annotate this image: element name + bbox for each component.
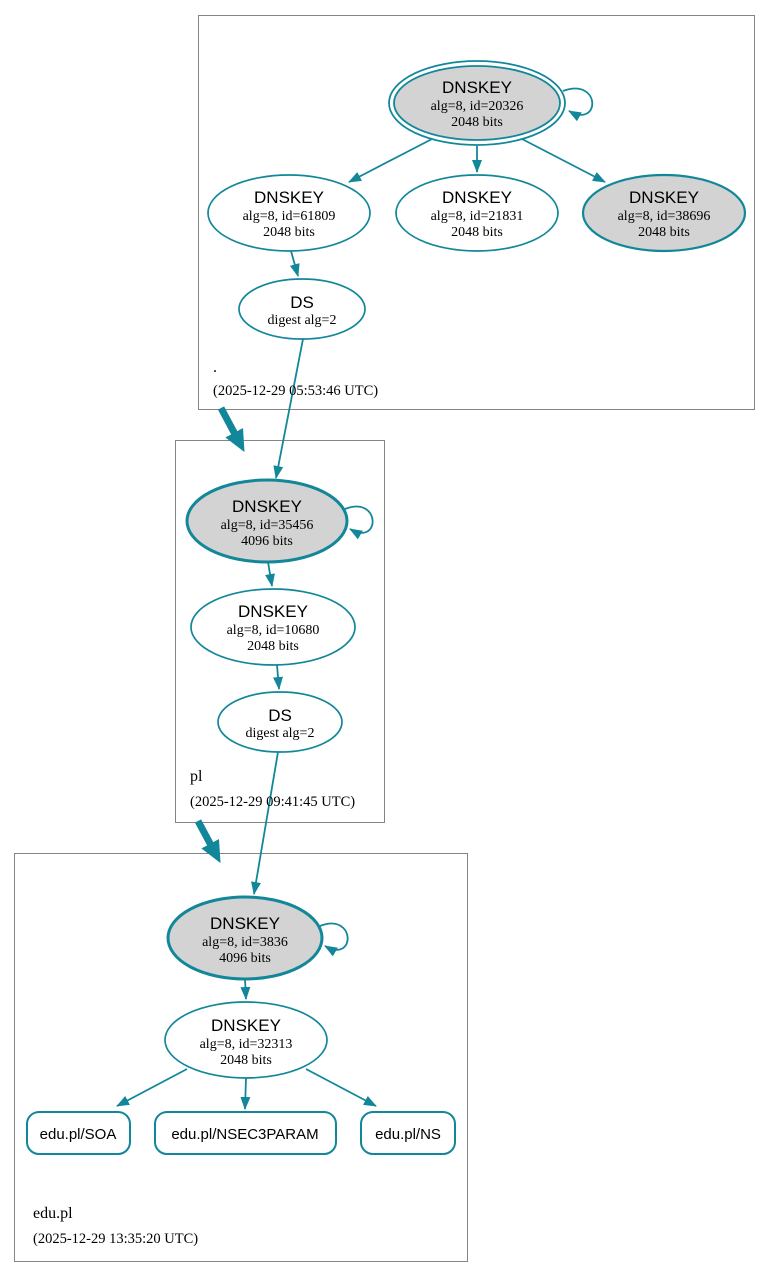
dnskey-3836-alg: alg=8, id=3836 — [202, 935, 288, 950]
edge-rrsig-self-3836 — [319, 922, 349, 957]
ds-pl-digest: digest alg=2 — [246, 726, 315, 741]
dnskey-node-21831[interactable]: DNSKEY alg=8, id=21831 2048 bits — [395, 174, 559, 252]
record-soa-box — [26, 1111, 131, 1155]
dnskey-node-35456[interactable]: DNSKEY alg=8, id=35456 4096 bits — [185, 478, 349, 564]
zone-label-root: . — [213, 359, 217, 376]
zone-label-edupl: edu.pl — [33, 1205, 73, 1222]
dnskey-10680-alg: alg=8, id=10680 — [227, 623, 320, 638]
dnskey-21831-title: DNSKEY — [442, 188, 512, 207]
record-ns-box — [360, 1111, 456, 1155]
edge-delegation-root-pl — [217, 406, 245, 453]
ds-node-root[interactable]: DS digest alg=2 — [238, 278, 366, 340]
ds-root-digest: digest alg=2 — [268, 313, 337, 328]
dnskey-61809-alg: alg=8, id=61809 — [243, 209, 336, 224]
zone-timestamp-root: (2025-12-29 05:53:46 UTC) — [213, 383, 378, 399]
dnskey-10680-bits: 2048 bits — [247, 639, 299, 654]
dnskey-32313-title: DNSKEY — [211, 1016, 281, 1035]
dnskey-38696-title: DNSKEY — [629, 188, 699, 207]
dnskey-node-61809[interactable]: DNSKEY alg=8, id=61809 2048 bits — [207, 174, 371, 252]
dnskey-61809-title: DNSKEY — [254, 188, 324, 207]
edge-10680-ds — [273, 664, 283, 690]
dnskey-21831-alg: alg=8, id=21831 — [431, 209, 524, 224]
dnskey-38696-alg: alg=8, id=38696 — [618, 209, 711, 224]
dnskey-node-38696[interactable]: DNSKEY alg=8, id=38696 2048 bits — [581, 173, 747, 253]
zone-label-pl: pl — [190, 768, 203, 785]
record-ns-label: edu.pl/NS — [375, 1126, 441, 1143]
zone-box-edupl — [14, 853, 468, 1262]
dnskey-35456-alg: alg=8, id=35456 — [221, 518, 314, 533]
dnskey-35456-bits: 4096 bits — [241, 534, 293, 549]
dnskey-20326-bits: 2048 bits — [451, 115, 503, 130]
edge-rrsig-35456-10680 — [265, 561, 275, 587]
edge-rrsig-32313-nsec3param — [240, 1077, 251, 1110]
dnskey-node-32313[interactable]: DNSKEY alg=8, id=32313 2048 bits — [164, 1001, 328, 1079]
edge-rrsig-20326-61809 — [348, 138, 433, 183]
dnskey-21831-ellipse — [395, 174, 559, 252]
dnskey-node-10680[interactable]: DNSKEY alg=8, id=10680 2048 bits — [190, 588, 356, 666]
dnskey-21831-bits: 2048 bits — [451, 225, 503, 240]
dnskey-10680-ellipse — [190, 588, 356, 666]
dnskey-38696-bits: 2048 bits — [638, 225, 690, 240]
record-node-edupl-ns[interactable]: edu.pl/NS — [360, 1111, 456, 1155]
edge-delegation-pl-edupl — [194, 819, 221, 864]
dnskey-32313-bits: 2048 bits — [220, 1053, 272, 1068]
ds-pl-ellipse — [217, 691, 343, 753]
dnskey-20326-inner-ring — [393, 65, 561, 141]
ds-root-ellipse — [238, 278, 366, 340]
record-nsec3param-label: edu.pl/NSEC3PARAM — [171, 1126, 318, 1143]
dnskey-61809-bits: 2048 bits — [263, 225, 315, 240]
record-nsec3param-box — [154, 1111, 337, 1155]
dnskey-38696-ellipse — [581, 173, 747, 253]
edge-61809-ds — [289, 250, 300, 277]
dnskey-20326-title: DNSKEY — [442, 78, 512, 97]
zone-timestamp-pl: (2025-12-29 09:41:45 UTC) — [190, 794, 355, 810]
edge-rrsig-3836-32313 — [240, 978, 251, 1000]
dnskey-32313-alg: alg=8, id=32313 — [200, 1037, 293, 1052]
record-node-edupl-soa[interactable]: edu.pl/SOA — [26, 1111, 131, 1155]
dnskey-20326-alg: alg=8, id=20326 — [431, 99, 524, 114]
dnskey-3836-ellipse — [166, 895, 324, 981]
ds-node-pl[interactable]: DS digest alg=2 — [217, 691, 343, 753]
edge-ds-root-to-ksk-pl — [273, 338, 304, 479]
zone-box-root — [198, 15, 755, 410]
dnskey-32313-ellipse — [164, 1001, 328, 1079]
dnskey-3836-title: DNSKEY — [210, 914, 280, 933]
record-soa-label: edu.pl/SOA — [40, 1126, 117, 1143]
zone-box-pl — [175, 440, 385, 823]
dnskey-3836-bits: 4096 bits — [219, 951, 271, 966]
dnskey-61809-ellipse — [207, 174, 371, 252]
edge-rrsig-32313-ns — [305, 1068, 377, 1107]
edge-rrsig-20326-38696 — [521, 138, 606, 183]
dnskey-node-3836[interactable]: DNSKEY alg=8, id=3836 4096 bits — [166, 895, 324, 981]
zone-timestamp-edupl: (2025-12-29 13:35:20 UTC) — [33, 1231, 198, 1247]
edge-rrsig-self-35456 — [344, 505, 374, 540]
dnskey-35456-title: DNSKEY — [232, 497, 302, 516]
edge-ds-pl-to-ksk-edupl — [251, 751, 279, 895]
dnskey-10680-title: DNSKEY — [238, 602, 308, 621]
ds-pl-title: DS — [268, 706, 292, 725]
dnskey-35456-ellipse — [185, 478, 349, 564]
ds-root-title: DS — [290, 293, 314, 312]
record-node-edupl-nsec3param[interactable]: edu.pl/NSEC3PARAM — [154, 1111, 337, 1155]
edge-rrsig-32313-soa — [116, 1068, 188, 1107]
dnskey-node-20326[interactable]: DNSKEY alg=8, id=20326 2048 bits — [388, 60, 566, 146]
edge-rrsig-self-20326 — [562, 87, 594, 122]
